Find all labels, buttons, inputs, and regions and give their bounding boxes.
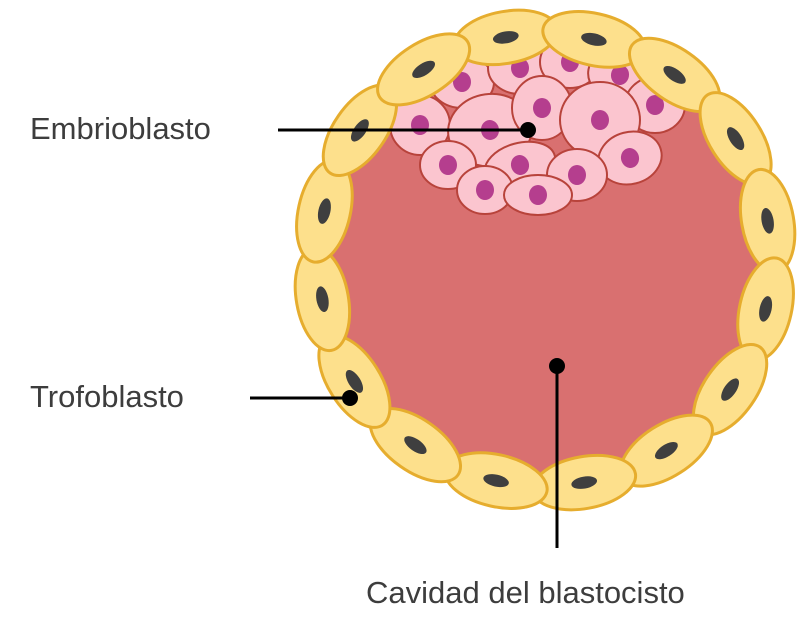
trophoblast-cell bbox=[691, 342, 769, 437]
embryoblast-nucleus bbox=[529, 185, 547, 205]
trophoblast-ring bbox=[293, 8, 797, 512]
trophoblast-nucleus bbox=[345, 369, 364, 393]
trophoblast-cell bbox=[736, 256, 795, 362]
trophoblast-nucleus bbox=[761, 207, 774, 234]
trophoblast-nucleus bbox=[492, 31, 519, 44]
trophoblast-nucleus bbox=[483, 474, 509, 488]
cavidad-pointer-dot bbox=[549, 358, 565, 374]
trophoblast-nucleus bbox=[654, 441, 678, 460]
embryoblast-nucleus bbox=[646, 95, 664, 115]
trophoblast-nucleus bbox=[412, 60, 436, 79]
trophoblast-nucleus bbox=[404, 436, 427, 455]
embryoblast-nucleus bbox=[439, 155, 457, 175]
trophoblast-cell bbox=[738, 167, 797, 274]
trophoblast-nucleus bbox=[317, 198, 331, 224]
trophoblast-nucleus bbox=[726, 127, 745, 151]
embryoblast-cell bbox=[597, 130, 663, 186]
trophoblast-nucleus bbox=[316, 286, 329, 313]
embryoblast-nucleus bbox=[476, 180, 494, 200]
trophoblast-nucleus bbox=[581, 32, 607, 46]
embryoblast-nucleus bbox=[610, 65, 630, 85]
embryoblast-nucleus bbox=[568, 165, 586, 185]
embryoblast-cell bbox=[456, 165, 514, 215]
embryoblast-nucleus bbox=[510, 155, 530, 175]
embryoblast-cell bbox=[503, 174, 573, 216]
trophoblast-nucleus bbox=[759, 296, 773, 322]
trophoblast-nucleus bbox=[571, 476, 598, 489]
embryoblast-nucleus bbox=[453, 72, 471, 92]
embrioblasto-pointer-dot bbox=[520, 122, 536, 138]
trophoblast-cell bbox=[376, 32, 472, 107]
embryoblast-nucleus bbox=[533, 98, 551, 118]
trophoblast-cell bbox=[295, 158, 354, 264]
embryoblast-nucleus bbox=[620, 148, 640, 168]
embryoblast-nucleus bbox=[591, 110, 609, 130]
trophoblast-nucleus bbox=[663, 65, 686, 84]
embryoblast-nucleus bbox=[411, 115, 429, 135]
trofoblasto-pointer-dot bbox=[342, 390, 358, 406]
trofoblasto-label: Trofoblasto bbox=[30, 379, 184, 414]
embrioblasto-label: Embrioblasto bbox=[30, 111, 211, 146]
trophoblast-nucleus bbox=[721, 378, 740, 401]
cavidad-label: Cavidad del blastocisto bbox=[366, 575, 685, 610]
